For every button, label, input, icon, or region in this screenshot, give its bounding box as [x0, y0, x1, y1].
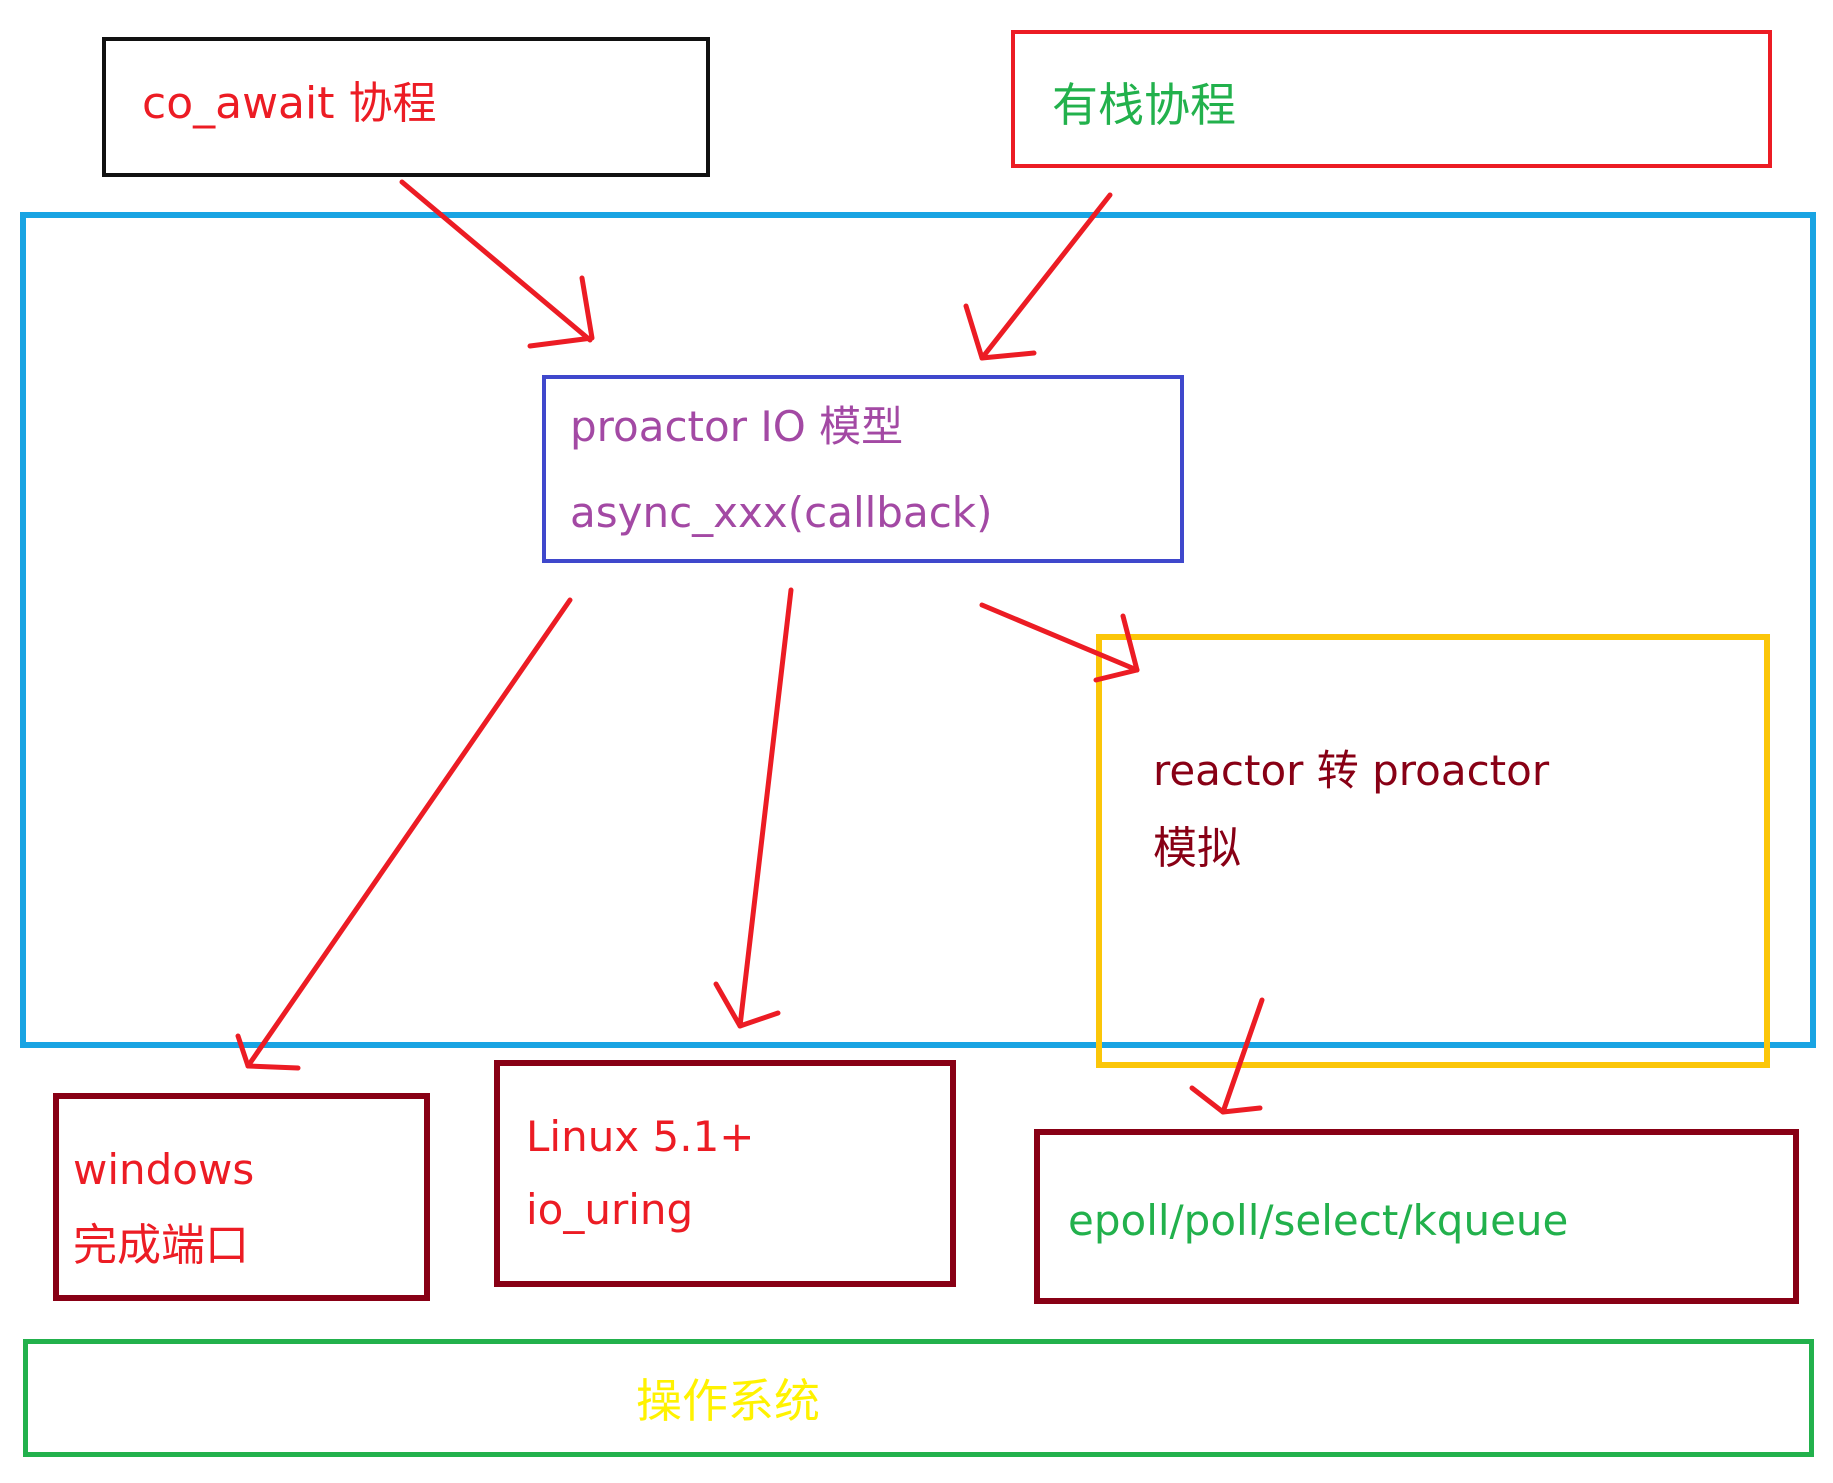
reactor-box [1096, 634, 1770, 1068]
stackful-coroutine-label: 有栈协程 [1052, 78, 1236, 132]
linux-box [494, 1060, 956, 1287]
co-await-box [102, 37, 710, 177]
proactor-api: async_xxx(callback) [570, 488, 993, 537]
proactor-title: proactor IO 模型 [570, 402, 904, 451]
os-label: 操作系统 [636, 1374, 820, 1428]
proactor-box [542, 375, 1184, 563]
reactor-subtitle: 模拟 [1153, 823, 1241, 874]
linux-version-label: Linux 5.1+ [526, 1112, 755, 1161]
reactor-title: reactor 转 proactor [1153, 746, 1550, 795]
windows-label: windows [73, 1145, 255, 1194]
epoll-box [1034, 1129, 1799, 1304]
os-box [23, 1339, 1814, 1457]
library-container-box [20, 212, 1816, 1048]
epoll-label: epoll/poll/select/kqueue [1068, 1196, 1569, 1245]
arrowhead-reactor-to-epoll [1189, 1085, 1263, 1115]
io-uring-label: io_uring [526, 1185, 694, 1234]
windows-iocp-label: 完成端口 [73, 1220, 249, 1271]
co-await-label: co_await 协程 [142, 78, 437, 129]
windows-box [53, 1093, 430, 1301]
stackful-coroutine-box [1011, 30, 1772, 168]
